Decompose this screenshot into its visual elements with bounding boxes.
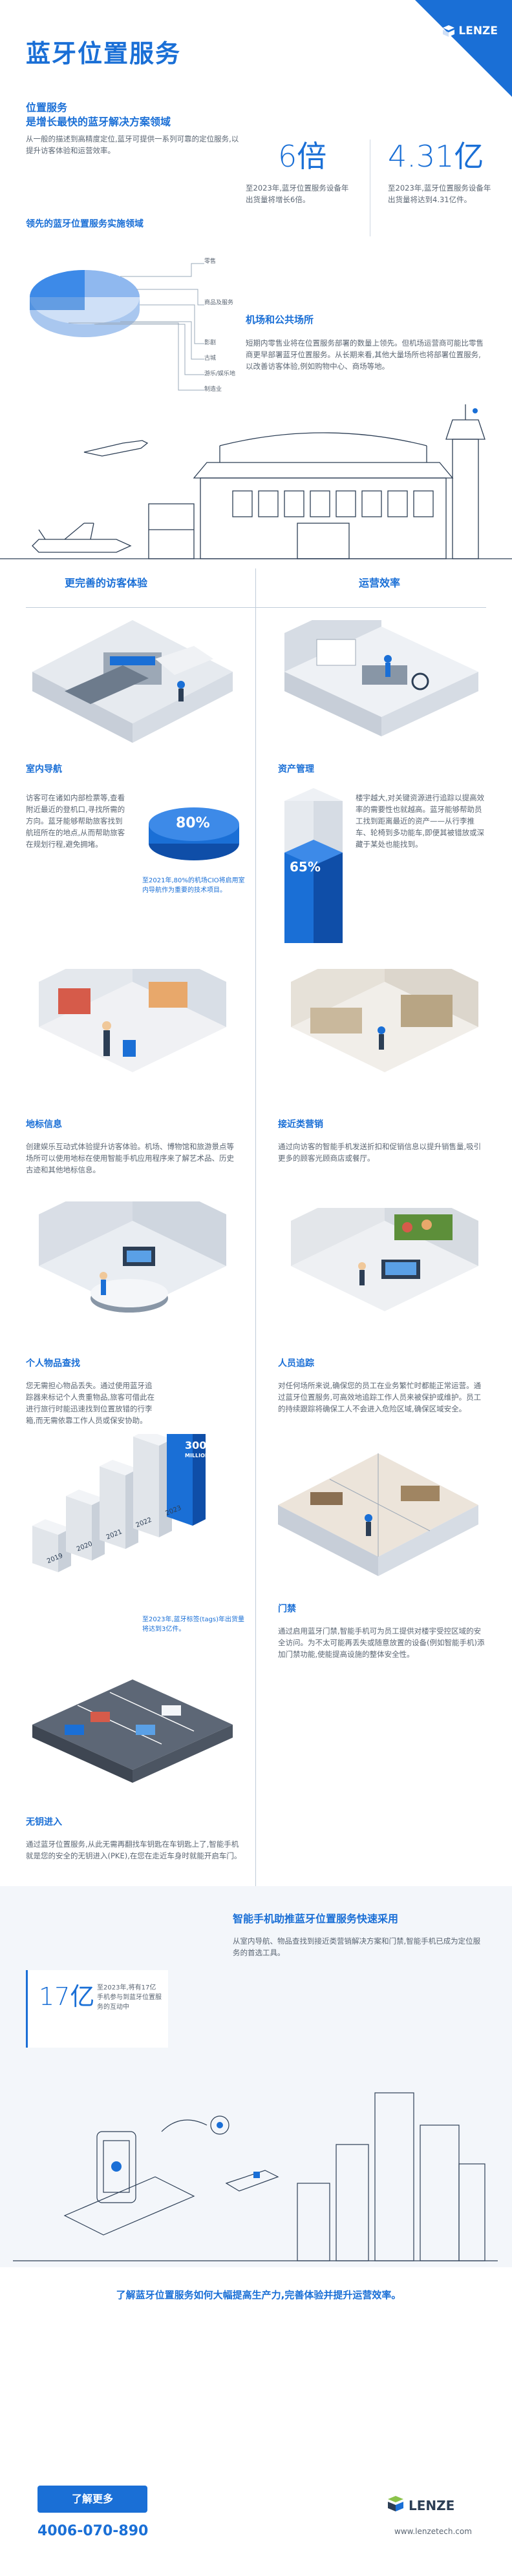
access-body: 通过启用蓝牙门禁,智能手机可为员工提供对楼宇受控区域的安全访问。为不太可能再丢失… (278, 1626, 485, 1659)
indoor-nav-stat: 80% (176, 815, 210, 831)
airport-heading: 机场和公共场所 (246, 314, 314, 326)
footer-logo[interactable]: LENZE (388, 2496, 454, 2515)
location-info-body: 创建娱乐互动式体验提升访客体验。机场、博物馆和旅游景点等场所可以使用地标在使用智… (26, 1142, 234, 1174)
pie-chart (30, 263, 204, 391)
pie-label-goods: 商品及服务 (204, 300, 234, 306)
asset-mgmt-gauge (284, 788, 343, 943)
footer-logo-icon (388, 2496, 403, 2515)
intro-body: 从一般的描述到高精度定位,蓝牙可提供一系列可靠的定位服务,以提升访客体验和运营效… (26, 134, 239, 155)
proximity-heading: 接近类营销 (278, 1119, 323, 1130)
item-find-stat-unit: MILLION (185, 1453, 209, 1459)
intro-heading-line2: 是增长最快的蓝牙解决方案领域 (26, 116, 171, 128)
keyless-body: 通过蓝牙位置服务,从此无需再翻找车钥匙在车钥匙上了,智能手机就是您的安全的无钥进… (26, 1840, 242, 1860)
footer-bg (0, 2267, 512, 2576)
indoor-nav-body: 访客可在诸如内部检票等,查看附近最近的登机口,寻找所需的方向。蓝牙能够帮助旅客找… (26, 793, 125, 849)
proximity-illustration (291, 969, 478, 1072)
keyless-illustration (32, 1679, 233, 1783)
asset-mgmt-stat: 65% (290, 859, 321, 875)
smartphone-stat-value: 17亿 (39, 1982, 95, 2011)
item-find-bar (66, 1490, 105, 1561)
airport-illustration (0, 404, 512, 559)
location-info-heading: 地标信息 (26, 1119, 62, 1130)
item-find-illustration (39, 1201, 226, 1313)
indoor-nav-illustration (32, 620, 233, 743)
footer-url[interactable]: www.lenzetech.com (394, 2527, 472, 2536)
asset-mgmt-illustration (284, 620, 478, 736)
intro-heading: 位置服务 是增长最快的蓝牙解决方案领域 (26, 101, 239, 129)
indoor-nav-heading: 室内导航 (26, 764, 62, 774)
pie-label-retail: 零售 (204, 258, 217, 265)
stat-6x-text: 至2023年,蓝牙位置服务设备年出货量将增长6倍。 (246, 183, 349, 204)
header-corner (415, 0, 512, 97)
indoor-nav-disc (149, 807, 239, 860)
proximity-body: 通过向访客的智能手机发送折扣和促销信息以提升销售量,吸引更多的顾客光顾商店或餐厅… (278, 1142, 482, 1163)
page-title: 蓝牙位置服务 (26, 39, 182, 68)
learn-more-button[interactable]: 了解更多 (37, 2486, 147, 2513)
center-timeline (255, 568, 256, 1957)
personnel-body: 对任何场所来说,确保您的员工在业务繁忙时都能正常运营。通过蓝牙位置服务,可高效地… (278, 1381, 482, 1413)
header-logo-text: LENZE (458, 25, 498, 37)
section-divider (26, 607, 486, 608)
keyless-heading: 无钥进入 (26, 1817, 62, 1827)
footer-logo-text: LENZE (409, 2497, 455, 2513)
header-logo[interactable]: LENZE (443, 25, 498, 37)
smartphone-stat-text: 至2023年,将有17亿手机参与到蓝牙位置服务的互动中 (97, 1984, 162, 2011)
pie-label-oldtown: 古城 (204, 355, 217, 362)
airport-body: 短期内零售业将在位置服务部署的数量上领先。但机场运营商可能比零售商更早部署蓝牙位… (246, 338, 484, 371)
item-find-body: 您无需担心物品丢失。通过使用蓝牙追踪器来标记个人贵重物品,旅客可借此在进行旅行时… (26, 1381, 155, 1425)
lenze-logo-icon (443, 25, 455, 37)
intro-heading-line1: 位置服务 (26, 101, 68, 114)
item-find-stat: 300 MILLION (185, 1440, 209, 1461)
item-find-stat-note: 至2023年,蓝牙标签(tags)年出货量将达到3亿件。 (142, 1616, 245, 1633)
stat-431m-value: 4.31亿 (388, 139, 484, 174)
smartphone-body: 从室内导航、物品查找到接近类营销解决方案和门禁,智能手机已成为定位服务的首选工具… (233, 1937, 481, 1957)
stat-6x-value: 6倍 (278, 139, 327, 174)
smartphone-city-illustration (13, 2092, 498, 2261)
stat-431m-text: 至2023年,蓝牙位置服务设备年出货量将达到4.31亿件。 (388, 183, 491, 204)
personnel-heading: 人员追踪 (278, 1358, 314, 1369)
item-find-heading: 个人物品查找 (26, 1358, 80, 1369)
asset-mgmt-heading: 资产管理 (278, 764, 314, 774)
item-find-stat-value: 300 (185, 1439, 207, 1451)
access-illustration (278, 1453, 478, 1576)
asset-mgmt-body: 楼宇越大,对关键资源进行追踪以提高效率的需要性也就越高。蓝牙能够帮助员工找到距离… (356, 793, 485, 849)
pie-label-theater: 影剧 (204, 340, 217, 346)
personnel-illustration (291, 1208, 478, 1311)
section-visitor-experience: 更完善的访客体验 (65, 577, 148, 589)
pie-label-manufacturing: 制造业 (204, 386, 222, 393)
access-heading: 门禁 (278, 1604, 296, 1614)
item-find-bar (167, 1434, 206, 1526)
item-find-bar-chart (32, 1434, 206, 1572)
pie-label-amusement: 游乐/娱乐地 (204, 371, 236, 377)
section-operational-efficiency: 运营效率 (359, 577, 401, 589)
smartphone-heading: 智能手机助推蓝牙位置服务快速采用 (233, 1913, 399, 1925)
footer-tagline: 了解蓝牙位置服务如何大幅提高生产力,完善体验并提升运营效率。 (116, 2289, 401, 2301)
indoor-nav-stat-note: 至2021年,80%的机场CIO将启用室内导航作为重要的技术项目。 (142, 877, 245, 894)
pie-heading: 领先的蓝牙位置服务实施领域 (26, 219, 144, 229)
smartphone-stat-card (26, 1970, 168, 2048)
footer-phone[interactable]: 4006-070-890 (37, 2523, 149, 2539)
location-info-illustration (39, 969, 226, 1072)
